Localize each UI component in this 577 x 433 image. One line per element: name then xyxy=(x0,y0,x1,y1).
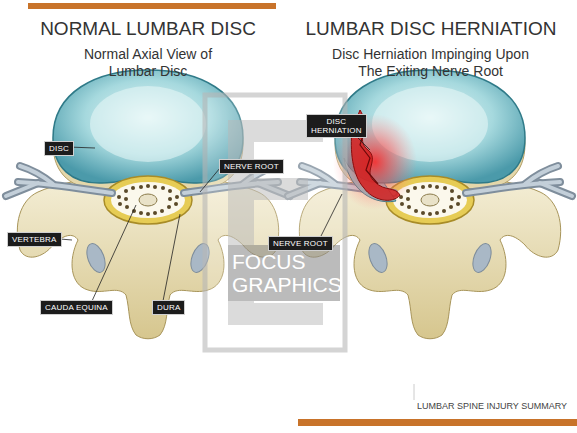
label-text: NERVE ROOT xyxy=(224,162,279,171)
bottom-accent-bar xyxy=(298,419,577,426)
callout-label: DISC xyxy=(44,141,74,156)
watermark-text: FOCUS GRAPHICS xyxy=(232,250,352,296)
label-text: CAUDA EQUINA xyxy=(45,303,108,312)
panel-heading: LUMBAR DISC HERNIATION xyxy=(286,18,576,40)
label-text: NERVE ROOT xyxy=(273,239,328,248)
leader-line xyxy=(318,194,342,242)
leader-line xyxy=(92,205,136,301)
callout-label: DISC HERNIATION xyxy=(306,114,367,138)
panel-subheading: Normal Axial View of Lumbar Disc xyxy=(73,46,223,80)
label-text: DURA xyxy=(157,303,180,312)
top-accent-bar xyxy=(28,3,276,9)
label-text: VERTEBRA xyxy=(12,235,57,244)
callout-label: NERVE ROOT xyxy=(219,159,284,174)
callout-label: VERTEBRA xyxy=(7,232,62,247)
leader-line xyxy=(163,214,180,301)
label-text: DISC xyxy=(49,144,69,153)
callout-label: DURA xyxy=(152,300,185,315)
panel-heading: NORMAL LUMBAR DISC xyxy=(3,18,293,40)
watermark-bar xyxy=(228,303,323,325)
panel-subheading: Disc Herniation Impinging Upon The Exiti… xyxy=(323,46,538,80)
callout-label: NERVE ROOT xyxy=(268,236,333,251)
leader-lines xyxy=(48,127,370,301)
callout-label: CAUDA EQUINA xyxy=(40,300,113,315)
leader-line xyxy=(200,168,220,192)
footer-rule xyxy=(414,384,415,400)
watermark-bar xyxy=(228,178,308,200)
label-text: DISC HERNIATION xyxy=(311,117,362,135)
footer-caption: LUMBAR SPINE INJURY SUMMARY xyxy=(367,401,567,411)
